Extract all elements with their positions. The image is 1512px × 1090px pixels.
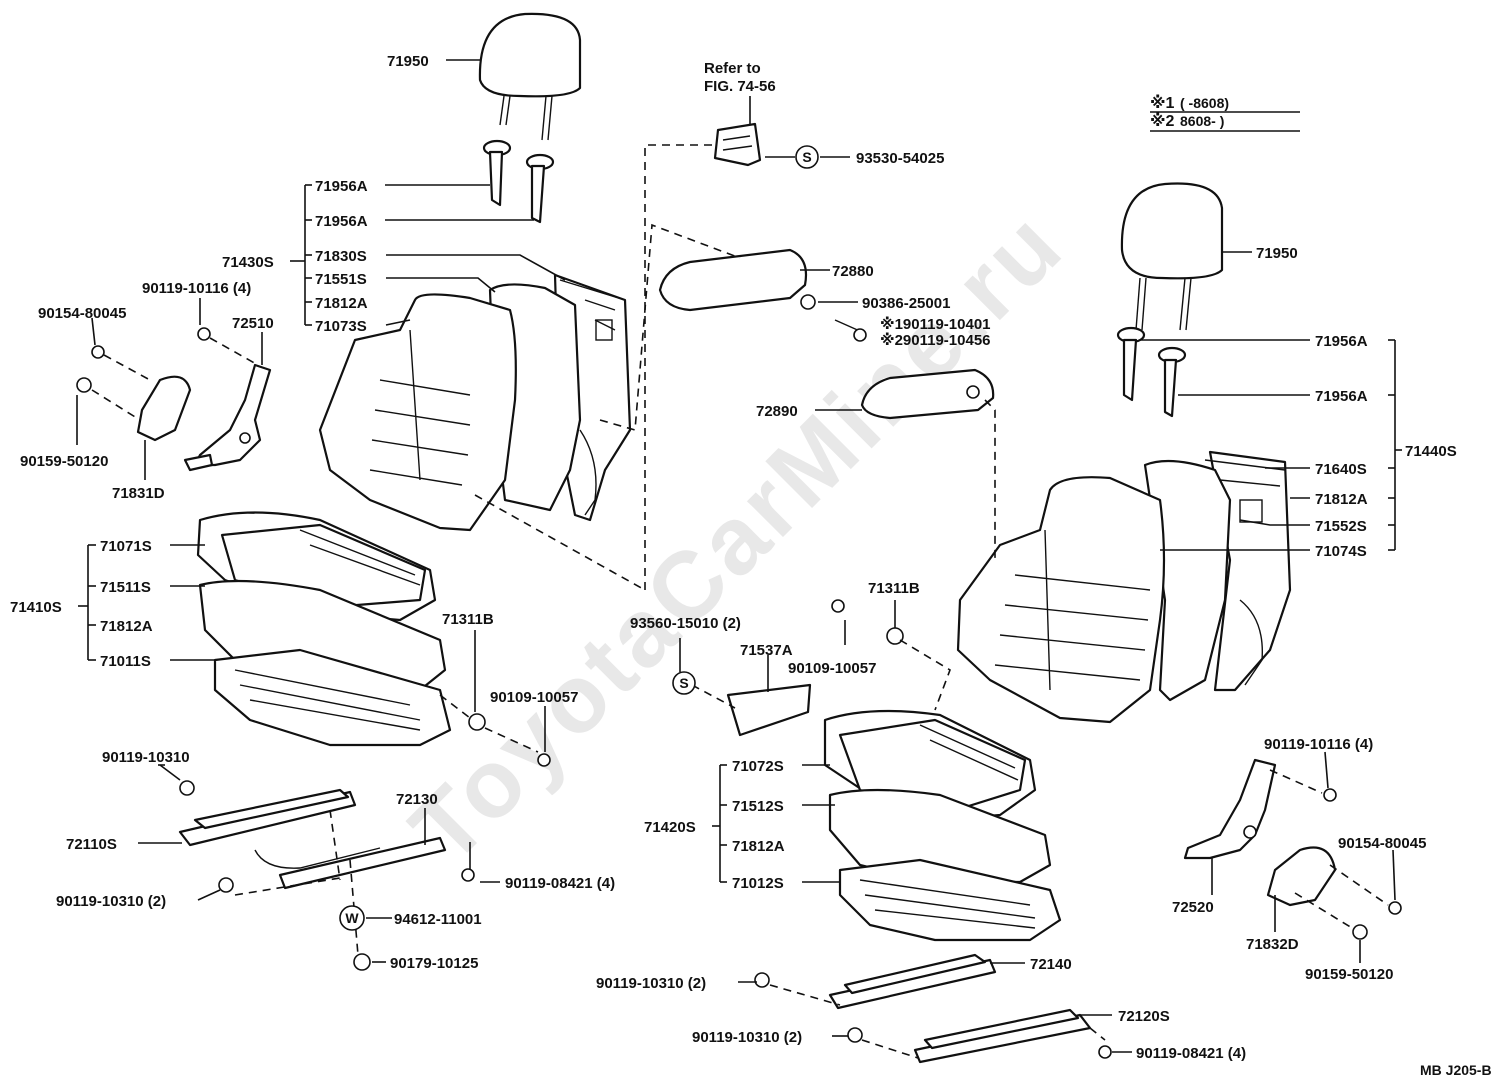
callout-71956A-left-1: 71956A	[315, 178, 368, 195]
callout-71950-left: 71950	[387, 53, 429, 70]
callout-71832D: 71832D	[1246, 936, 1299, 953]
callout-90154-right: 90154-80045	[1338, 835, 1426, 852]
callout-90386: 90386-25001	[862, 295, 950, 312]
callout-90119-10116-left: 90119-10116 (4)	[142, 280, 251, 297]
legend-note1-range: ( -8608)	[1180, 95, 1229, 111]
callout-71511S: 71511S	[100, 579, 151, 596]
rails-right	[828, 953, 1092, 1064]
callout-71537A: 71537A	[740, 642, 793, 659]
callout-71430S: 71430S	[222, 254, 274, 271]
callout-90119-08421-left: 90119-08421 (4)	[505, 875, 615, 892]
callout-72520: 72520	[1172, 899, 1214, 916]
callout-90159-left: 90159-50120	[20, 453, 108, 470]
callout-90119-10310-d: 90119-10310 (2)	[692, 1029, 802, 1046]
callout-90119-10310-a: 90119-10310	[102, 749, 190, 766]
callout-93560: 93560-15010 (2)	[630, 615, 741, 632]
callout-71640S: 71640S	[1315, 461, 1367, 478]
svg-text:S: S	[679, 675, 688, 691]
callout-94612: 94612-11001	[394, 911, 482, 928]
legend-note2-range: 8608- )	[1180, 113, 1224, 129]
center-parts	[658, 122, 995, 737]
callout-71512S: 71512S	[732, 798, 784, 815]
callout-71410S: 71410S	[10, 599, 62, 616]
callout-71012S: 71012S	[732, 875, 784, 892]
callout-71812A-back-left: 71812A	[315, 295, 368, 312]
seatback-right	[956, 450, 1292, 724]
hinge-right	[1183, 758, 1337, 907]
callout-71440S: 71440S	[1405, 443, 1457, 460]
headrest-support-left	[482, 139, 555, 224]
callout-72890: 72890	[756, 403, 798, 420]
callout-71830S: 71830S	[315, 248, 367, 265]
legend-note1-mark: ※1	[1150, 94, 1175, 112]
headrest-right	[1120, 182, 1224, 331]
callout-90119-10116-right: 90119-10116 (4)	[1264, 736, 1373, 753]
bolts-left	[76, 327, 551, 767]
callout-90119-10310-c: 90119-10310 (2)	[596, 975, 706, 992]
callout-71812A-back-right: 71812A	[1315, 491, 1368, 508]
hinge-left	[136, 363, 272, 472]
callout-72120S: 72120S	[1118, 1008, 1170, 1025]
callout-71311B-right: 71311B	[868, 580, 920, 597]
callout-71071S: 71071S	[100, 538, 152, 555]
marker-s-mid: S	[672, 671, 696, 695]
callout-90109-right: 90109-10057	[788, 660, 876, 677]
callout-90119-10401: ※190119-10401	[880, 315, 991, 333]
callout-71812A-cush-right: 71812A	[732, 838, 785, 855]
marker-w: W	[339, 905, 365, 931]
cushion-left	[196, 511, 452, 747]
callout-labels: 71950 71956A 71956A 71430S 71830S 71551S…	[10, 53, 1457, 1062]
callout-71552S: 71552S	[1315, 518, 1367, 535]
callout-93530: 93530-54025	[856, 150, 944, 167]
seatback-left	[318, 273, 632, 532]
callout-71956A-right-2: 71956A	[1315, 388, 1368, 405]
headrest-support-right	[1116, 326, 1187, 418]
refer-line1: Refer to	[704, 60, 761, 77]
callout-71950-right: 71950	[1256, 245, 1298, 262]
callout-72110S: 72110S	[66, 836, 117, 853]
callout-71956A-left-2: 71956A	[315, 213, 368, 230]
headrest-left	[478, 12, 582, 141]
callout-71311B-left: 71311B	[442, 611, 494, 628]
svg-text:W: W	[345, 910, 359, 926]
callout-72130: 72130	[396, 791, 438, 808]
callout-71420S: 71420S	[644, 819, 696, 836]
callout-71812A-cush-left: 71812A	[100, 618, 153, 635]
callout-71831D: 71831D	[112, 485, 165, 502]
callout-90109-left: 90109-10057	[490, 689, 578, 706]
callout-72140: 72140	[1030, 956, 1072, 973]
callout-90154-left: 90154-80045	[38, 305, 126, 322]
leader-lines	[76, 59, 1402, 1059]
rails-left	[178, 780, 475, 971]
callout-90119-10456: ※290119-10456	[880, 331, 991, 349]
callout-72510: 72510	[232, 315, 274, 332]
callout-72880: 72880	[832, 263, 874, 280]
cushion-right	[823, 709, 1062, 942]
callout-90159-right: 90159-50120	[1305, 966, 1393, 983]
refer-line2: FIG. 74-56	[704, 78, 776, 95]
callout-90119-08421-right: 90119-08421 (4)	[1136, 1045, 1246, 1062]
legend-note2-mark: ※2	[1150, 112, 1175, 130]
callout-71956A-right-1: 71956A	[1315, 333, 1368, 350]
figure-code: MB J205-B	[1420, 1062, 1492, 1078]
legend: ※1 ( -8608) ※2 8608- )	[1150, 94, 1300, 132]
callout-90119-10310-b: 90119-10310 (2)	[56, 893, 166, 910]
callout-71551S: 71551S	[315, 271, 367, 288]
svg-text:S: S	[802, 149, 811, 165]
callout-90179: 90179-10125	[390, 955, 478, 972]
callout-71073S: 71073S	[315, 318, 367, 335]
marker-s-top: S	[795, 145, 819, 169]
callout-71011S: 71011S	[100, 653, 151, 670]
callout-71074S: 71074S	[1315, 543, 1367, 560]
callout-71072S: 71072S	[732, 758, 784, 775]
bolts-right	[754, 788, 1402, 1059]
